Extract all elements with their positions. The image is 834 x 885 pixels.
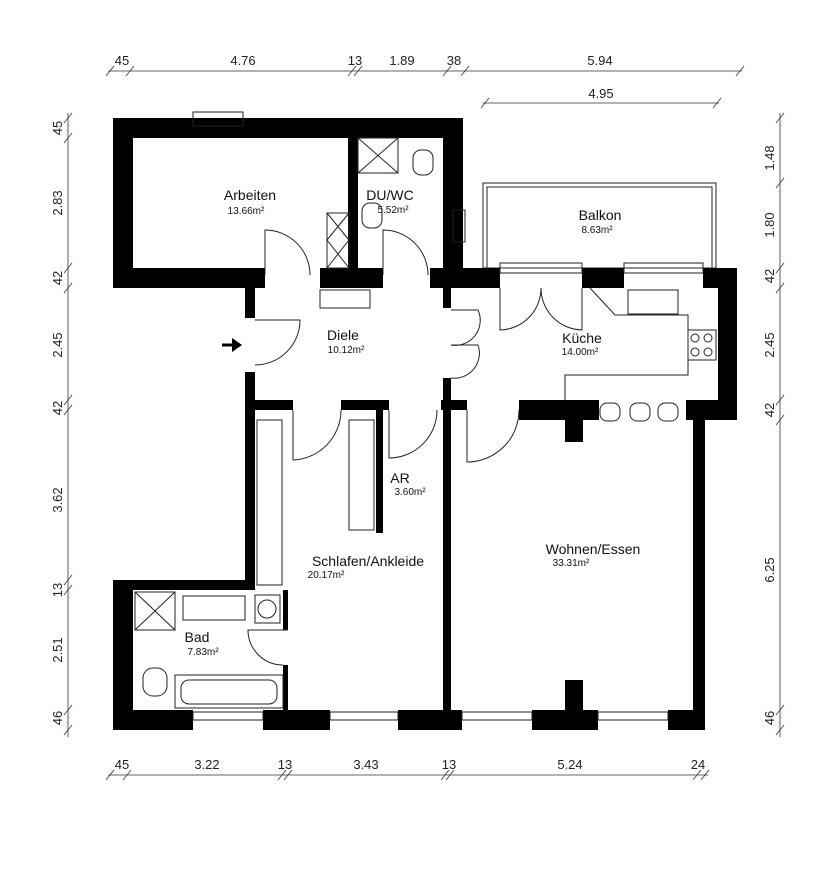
dim-label: 5.94 <box>587 53 612 68</box>
dimension-tick <box>775 262 785 274</box>
dim-label: 4.95 <box>588 86 613 101</box>
dimension-tick <box>700 769 710 781</box>
dimension-tick <box>122 769 132 781</box>
dimension-tick <box>440 769 450 781</box>
room-area-bad: 7.83m² <box>187 647 219 658</box>
room-name-ar: AR <box>390 470 409 486</box>
dimension-tick <box>63 112 73 124</box>
dim-label: 42 <box>762 403 777 417</box>
dimension-tick <box>460 65 470 77</box>
dimensions-right: 1.48 1.80 42 2.45 42 6.25 46 <box>762 145 777 725</box>
dimension-tick <box>712 97 722 109</box>
dimension-tick <box>775 112 785 124</box>
dimension-tick <box>775 394 785 406</box>
dimension-tick <box>63 394 73 406</box>
dimension-tick <box>775 282 785 294</box>
dimension-tick <box>442 65 452 77</box>
dimension-tick <box>125 65 135 77</box>
dimension-tick <box>63 132 73 144</box>
dim-label: 42 <box>50 401 65 415</box>
windows <box>192 111 704 721</box>
dimension-tick <box>775 177 785 189</box>
dim-label: 24 <box>691 757 705 772</box>
room-name-wohnen: Wohnen/Essen <box>546 541 641 557</box>
room-area-diele: 10.12m² <box>328 345 365 356</box>
dim-label: 13 <box>278 757 292 772</box>
dimension-lines <box>63 65 785 781</box>
fixtures <box>134 137 717 709</box>
dim-label: 3.62 <box>50 487 65 512</box>
room-name-bad: Bad <box>185 629 210 645</box>
dim-label: 1.89 <box>389 53 414 68</box>
dim-label: 46 <box>762 711 777 725</box>
dimension-tick <box>63 262 73 274</box>
room-name-diele: Diele <box>327 327 359 343</box>
dim-label: 45 <box>115 53 129 68</box>
dimensions-left: 45 2.83 42 2.45 42 3.62 13 2.51 46 <box>50 121 65 725</box>
room-area-balkon: 8.63m² <box>581 225 613 236</box>
dimension-tick <box>63 704 73 716</box>
dimensions-top: 45 4.76 13 1.89 38 5.94 4.95 <box>115 53 614 101</box>
room-area-wohnen: 33.31m² <box>553 558 590 569</box>
room-area-schlafen: 20.17m² <box>308 570 345 581</box>
dimension-tick <box>692 769 702 781</box>
dim-label: 2.51 <box>50 637 65 662</box>
dim-label: 45 <box>50 121 65 135</box>
room-area-arbeiten: 13.66m² <box>228 206 265 217</box>
dimension-tick <box>445 769 455 781</box>
dim-label: 2.83 <box>50 190 65 215</box>
room-name-balkon: Balkon <box>579 207 622 223</box>
dimension-tick <box>775 724 785 736</box>
dim-label: 3.22 <box>194 757 219 772</box>
room-labels: Arbeiten 13.66m² DU/WC 5.52m² Balkon 8.6… <box>185 187 641 658</box>
dimension-tick <box>775 414 785 426</box>
dim-label: 13 <box>442 757 456 772</box>
dimension-tick <box>735 65 745 77</box>
dimension-tick <box>63 404 73 416</box>
dimension-tick <box>283 769 293 781</box>
dimension-tick <box>775 704 785 716</box>
dimension-tick <box>105 769 115 781</box>
dim-label: 46 <box>50 711 65 725</box>
dimension-tick <box>63 574 73 586</box>
dim-label: 4.76 <box>230 53 255 68</box>
dimension-tick <box>480 97 490 109</box>
entrance-arrow-icon <box>222 338 242 352</box>
dim-label: 3.43 <box>353 757 378 772</box>
dim-label: 13 <box>348 53 362 68</box>
dimensions-bottom: 45 3.22 13 3.43 13 5.24 24 <box>115 757 705 772</box>
doors <box>247 229 583 666</box>
room-area-kueche: 14.00m² <box>562 347 599 358</box>
room-area-ar: 3.60m² <box>394 487 426 498</box>
dimension-tick <box>353 65 363 77</box>
dimension-tick <box>63 282 73 294</box>
room-name-arbeiten: Arbeiten <box>224 187 276 203</box>
dim-label: 13 <box>50 583 65 597</box>
room-area-duwc: 5.52m² <box>377 205 409 216</box>
dim-label: 42 <box>762 269 777 283</box>
room-name-schlafen: Schlafen/Ankleide <box>312 553 424 569</box>
dimension-tick <box>63 724 73 736</box>
walls <box>113 118 737 730</box>
dim-label: 5.24 <box>557 757 582 772</box>
dim-label: 1.80 <box>762 212 777 237</box>
dimension-tick <box>105 65 115 77</box>
dimension-tick <box>277 769 287 781</box>
dim-label: 2.45 <box>50 332 65 357</box>
dim-label: 38 <box>447 53 461 68</box>
dim-label: 1.48 <box>762 145 777 170</box>
dimension-tick <box>63 584 73 596</box>
room-name-kueche: Küche <box>562 330 602 346</box>
dim-label: 2.45 <box>762 332 777 357</box>
dim-label: 6.25 <box>762 557 777 582</box>
dim-label: 42 <box>50 271 65 285</box>
room-name-duwc: DU/WC <box>366 187 413 203</box>
dimension-tick <box>347 65 357 77</box>
dim-label: 45 <box>115 757 129 772</box>
